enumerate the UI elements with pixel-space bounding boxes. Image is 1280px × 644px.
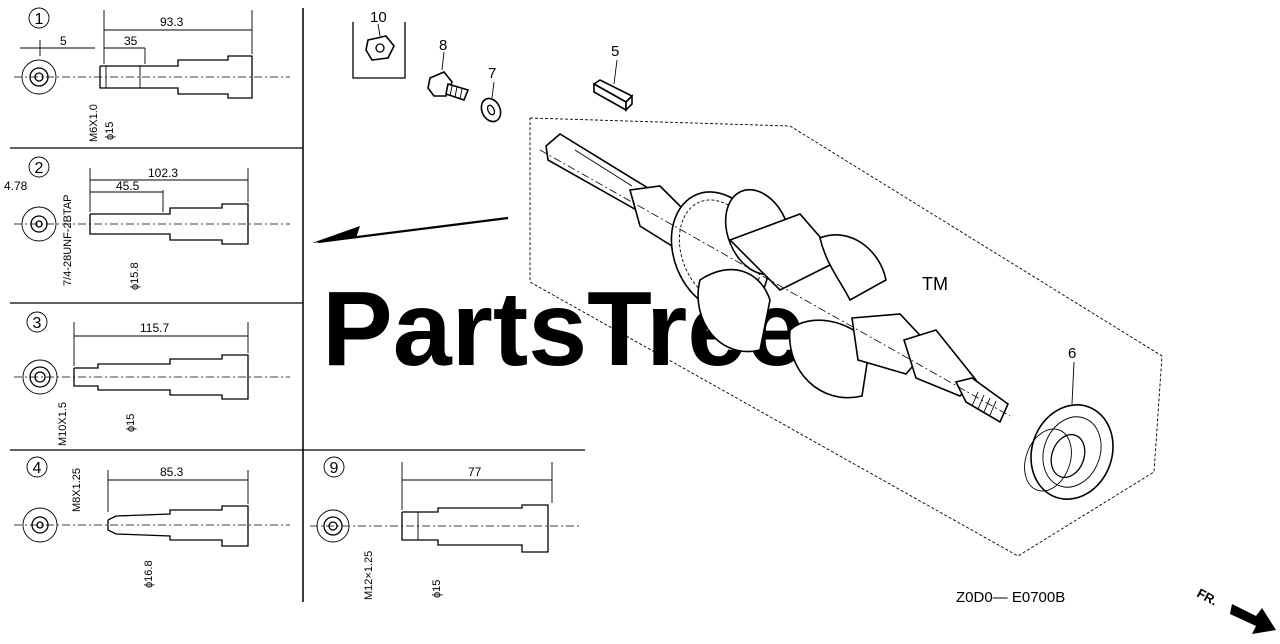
dim-total-4: 85.3 (160, 465, 184, 479)
callout-7: 7 (480, 65, 502, 123)
diameter-1: ϕ15 (104, 122, 116, 140)
callout-8: 8 (427, 37, 470, 101)
shaft-variant-9: 9 77 ϕ15 M12×1.25 (310, 456, 580, 600)
washer-icon (480, 97, 502, 123)
diameter-2: ϕ15.8 (129, 262, 141, 290)
ball-bearing-icon (1030, 404, 1114, 500)
dim-small-2: 4.78 (4, 179, 28, 193)
badge-9-label: 9 (330, 460, 339, 477)
panel-frame (10, 8, 585, 602)
diagram-code: Z0D0— E0700B (956, 589, 1065, 606)
crank-pin (819, 234, 887, 302)
dim-mid-1: 35 (124, 34, 138, 48)
thread-4: M8X1.25 (71, 468, 83, 512)
counterweight-front (697, 268, 771, 353)
callout-5: 5 (592, 43, 634, 112)
callout-6: 6 (1024, 345, 1114, 500)
dim-mid-2: 45.5 (116, 179, 140, 193)
dim-total-2: 102.3 (148, 166, 178, 180)
dim-total-9: 77 (468, 465, 482, 479)
shaft-variant-1: 1 93.3 35 5 ϕ15 M6X1.0 (14, 7, 290, 142)
badge-1-label: 1 (35, 11, 44, 28)
shaft-variant-3: 3 115.7 ϕ15 M10X1.5 (14, 311, 290, 446)
badge-3-label: 3 (33, 315, 42, 332)
callout-10: 10 (365, 9, 395, 61)
shaft-variant-4: 4 85.3 ϕ16.8 M8X1.25 (14, 456, 290, 588)
thread-2: 7/4-28UNF-2BTAP (62, 195, 74, 287)
watermark-trademark: TM (922, 274, 948, 294)
callout-6-label: 6 (1068, 345, 1076, 362)
flange-nut-icon (365, 35, 395, 61)
callout-10-label: 10 (370, 9, 387, 26)
dim-total-3: 115.7 (140, 321, 169, 335)
crankshaft-assembly (529, 117, 1163, 557)
callout-5-label: 5 (611, 43, 619, 60)
callout-7-label: 7 (488, 65, 496, 82)
thread-3: M10X1.5 (57, 402, 69, 446)
thread-9: M12×1.25 (363, 551, 375, 600)
dim-small-1: 5 (60, 34, 67, 48)
front-direction-indicator: FR. (1195, 585, 1276, 634)
arrow-right-icon (1230, 604, 1276, 634)
diameter-4: ϕ16.8 (143, 560, 155, 588)
direction-label: FR. (1195, 585, 1221, 608)
callout-8-label: 8 (439, 37, 447, 54)
dim-total-1: 93.3 (160, 15, 184, 29)
counterweight-rear (788, 319, 871, 399)
diameter-9: ϕ15 (431, 580, 443, 598)
badge-4-label: 4 (33, 460, 42, 477)
thread-1: M6X1.0 (88, 104, 100, 142)
badge-2-label: 2 (35, 160, 44, 177)
badge-circle-1 (28, 7, 50, 29)
shaft-variant-2: 2 102.3 45.5 4.78 ϕ15.8 7/4-28UNF-2BTAP (4, 156, 290, 290)
diameter-3: ϕ15 (125, 414, 137, 432)
